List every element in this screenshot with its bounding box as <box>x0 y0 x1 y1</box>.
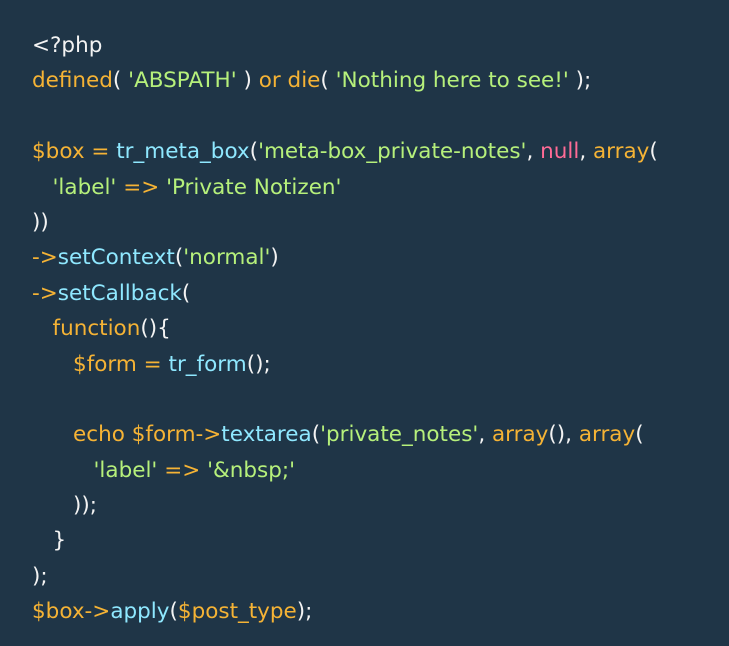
code-line: defined( 'ABSPATH' ) or die( 'Nothing he… <box>32 63 729 98</box>
code-line: } <box>32 523 729 558</box>
code-token-var: $form <box>131 422 196 448</box>
code-token-fn: tr_meta_box <box>116 139 250 165</box>
code-token-plain <box>162 352 169 377</box>
code-token-plain: ( <box>174 245 184 271</box>
code-line: $box = tr_meta_box('meta-box_private-not… <box>32 134 729 169</box>
code-token-plain: , <box>478 422 492 448</box>
code-token-kw: die <box>287 68 321 94</box>
code-line <box>32 99 729 134</box>
code-token-plain: ); <box>32 563 48 589</box>
code-line: ->setCallback( <box>32 276 729 311</box>
code-line: )) <box>32 205 729 240</box>
code-token-plain: ( <box>311 422 321 448</box>
code-token-kw: echo <box>73 422 125 448</box>
code-token-str: 'normal' <box>183 245 271 271</box>
code-token-plain <box>125 422 132 447</box>
code-token-kw: or <box>258 68 281 94</box>
code-token-kw: array <box>491 422 549 448</box>
code-token-plain: )); <box>32 493 98 519</box>
code-token-plain: , <box>526 139 541 165</box>
code-token-fn: setCallback <box>57 280 182 306</box>
code-token-plain: } <box>32 528 67 554</box>
code-token-str: 'meta-box_private-notes' <box>258 139 527 165</box>
code-token-plain <box>32 422 73 447</box>
code-token-str: 'private_notes' <box>320 422 479 448</box>
code-line: $form = tr_form(); <box>32 347 729 382</box>
code-token-var: $box <box>32 599 85 625</box>
code-token-plain: ( <box>112 68 129 94</box>
code-token-kw: -> <box>32 245 58 271</box>
code-token-plain: , <box>579 139 593 165</box>
code-token-plain: ( <box>635 422 644 448</box>
code-token-kw: array <box>593 139 650 165</box>
code-line: ); <box>32 559 729 594</box>
code-token-plain: ( <box>169 599 178 625</box>
code-token-kw: array <box>578 422 636 448</box>
code-token-plain: (), <box>548 422 579 448</box>
code-token-kw: defined <box>32 68 113 94</box>
code-token-fn: tr_form <box>168 351 247 377</box>
code-token-plain: <?php <box>32 33 103 58</box>
code-token-fn: apply <box>110 599 170 625</box>
code-line: 'label' => '&nbsp;' <box>32 453 729 488</box>
code-token-plain: ( <box>649 139 658 165</box>
code-token-plain: ); <box>296 599 313 625</box>
code-token-str: 'label' <box>93 457 158 483</box>
code-token-plain <box>137 352 144 377</box>
code-token-str: '&nbsp;' <box>207 457 296 483</box>
code-token-kw: => <box>164 457 201 483</box>
code-token-kw: => <box>123 174 160 200</box>
code-token-plain: ) <box>236 68 259 94</box>
code-token-plain <box>32 352 73 377</box>
code-token-plain: (){ <box>140 316 171 342</box>
code-token-str: 'ABSPATH' <box>128 68 237 94</box>
code-token-var: $post_type <box>177 599 297 625</box>
code-token-kw: -> <box>32 280 58 306</box>
code-line: ->setContext('normal') <box>32 240 729 275</box>
code-token-kw: -> <box>195 422 222 448</box>
code-token-fn: setContext <box>57 245 175 271</box>
code-line: function(){ <box>32 311 729 346</box>
code-token-str: 'Private Notizen' <box>166 174 342 200</box>
code-token-str: 'label' <box>52 174 117 200</box>
code-line: $box->apply($post_type); <box>32 594 729 629</box>
code-token-plain: ) <box>270 245 279 271</box>
code-token-plain: (); <box>246 351 271 377</box>
code-token-plain: ( <box>249 139 259 165</box>
code-token-plain: ( <box>320 68 336 94</box>
code-token-plain: ( <box>181 280 191 306</box>
code-token-str: 'Nothing here to see!' <box>335 68 569 94</box>
code-token-plain <box>32 316 53 341</box>
code-token-kw: -> <box>84 599 111 625</box>
code-token-plain <box>32 175 53 200</box>
code-token-plain <box>281 68 288 93</box>
code-token-kw: = <box>143 351 162 377</box>
code-token-var: $form <box>73 351 137 377</box>
code-token-kw: = <box>91 139 110 165</box>
code-token-plain <box>32 458 94 483</box>
code-token-var: $box <box>32 139 85 165</box>
code-line <box>32 382 729 417</box>
code-line: )); <box>32 488 729 523</box>
code-token-plain: )) <box>32 209 49 235</box>
code-token-kw: function <box>52 316 141 342</box>
code-token-fn: textarea <box>221 422 312 448</box>
code-line: <?php <box>32 28 729 63</box>
code-line: echo $form->textarea('private_notes', ar… <box>32 417 729 452</box>
code-token-plain: ); <box>568 68 592 94</box>
code-token-null: null <box>540 139 580 165</box>
code-line: 'label' => 'Private Notizen' <box>32 170 729 205</box>
